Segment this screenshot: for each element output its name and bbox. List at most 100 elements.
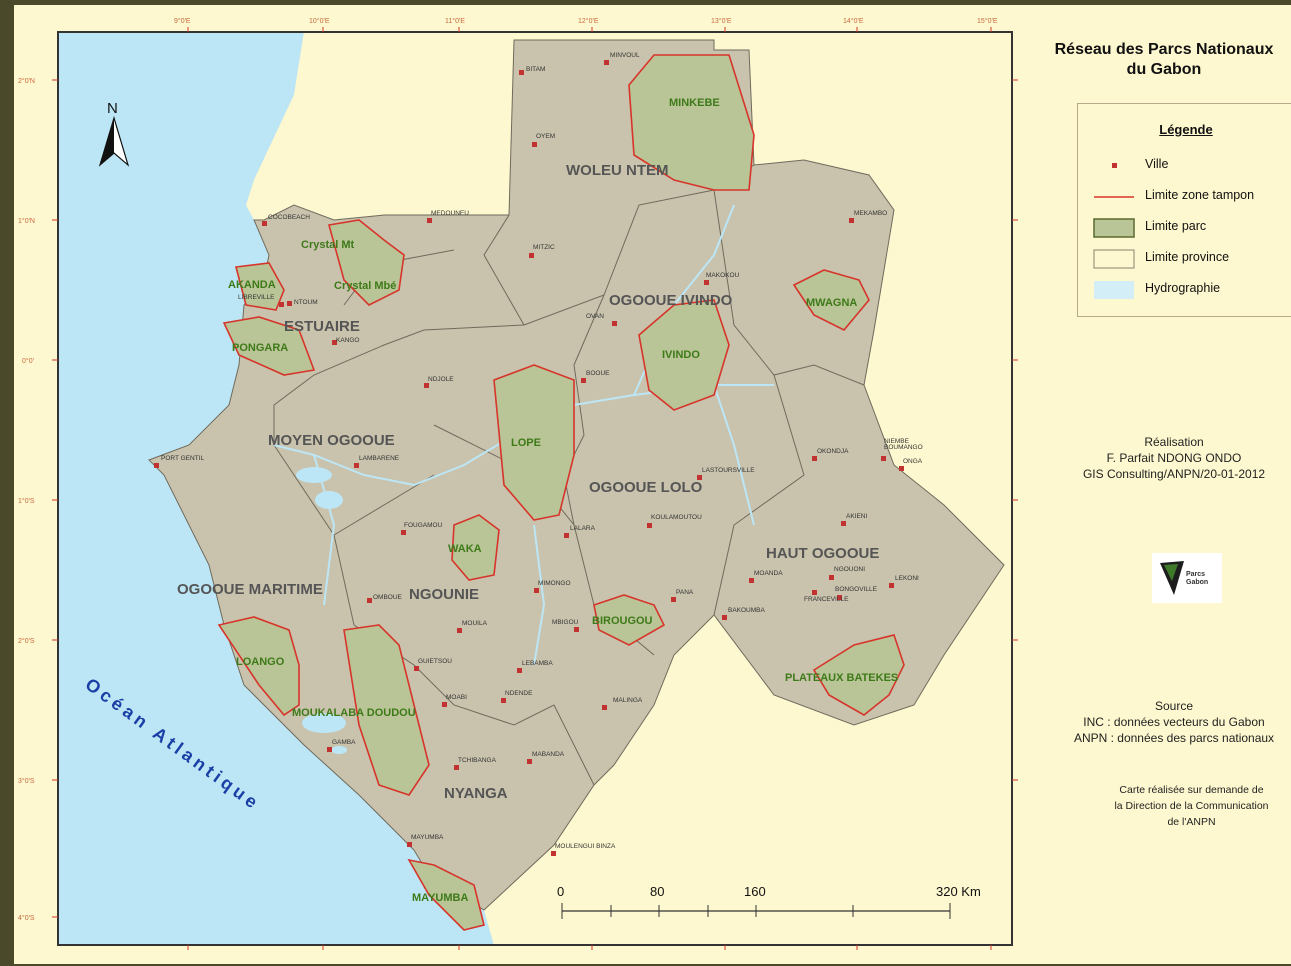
credits-source: Source INC : données vecteurs du Gabon A… [1044,698,1291,746]
north-arrow: N [98,100,130,167]
legend-item-province: Limite province [1078,245,1291,271]
town-label: MOULENGUI BINZA [555,843,616,850]
town-label: PORT GENTIL [161,455,204,462]
town-label: BOUMANGO [884,444,923,451]
town-label: OMBOUE [373,594,403,601]
park-lope [493,364,575,521]
town-label: KOULAMOUTOU [651,514,702,521]
legend-item-label: Limite parc [1145,219,1207,233]
town-label: NTOUM [294,299,318,306]
legend-item-label: Limite province [1145,250,1230,264]
town-label: BAKOUMBA [728,607,766,614]
org-text: GIS Consulting/ANPN/20-01-2012 [1082,467,1266,481]
park-label: LOPE [511,437,541,449]
town-label: BITAM [526,66,545,73]
park-ivindo [638,299,730,411]
town-labels: BITAM MINVOUL OYEM COCOBEACH MEDOUNEU MI… [161,52,923,850]
town-label: MAYUMBA [411,834,444,841]
map-frame [57,31,1013,946]
park-mwagna [792,269,870,331]
town-label: MAKOKOU [706,272,740,279]
realisation-label: Réalisation [1144,435,1204,449]
parcs-gabon-logo: Parcs Gabon [1152,553,1222,603]
lat-label: 3°0'S [18,777,35,785]
legend-item-label: Limite zone tampon [1145,188,1255,202]
park-label: MAYUMBA [412,892,468,904]
town-label: MIMONGO [538,580,571,587]
park-moukalaba [343,624,430,796]
town-label: LALARA [570,525,596,532]
lon-label: 9°0'E [174,17,191,25]
ocean [58,32,494,945]
park-label: WAKA [448,543,482,555]
park-label: Crystal Mt [301,239,355,251]
logo-icon [1160,561,1184,595]
province-label: NGOUNIE [409,586,479,603]
source-line: INC : données vecteurs du Gabon [1083,715,1265,729]
park-loango [217,616,300,717]
province-label: OGOOUE IVINDO [609,292,733,309]
town-label: FOUGAMOU [404,522,443,529]
legend-item-buffer: Limite zone tampon [1078,183,1291,209]
graticule-ticks [52,27,1018,950]
town-label: LEBAMBA [522,660,553,667]
town-label: NIEMBE [884,438,910,445]
province-label: OGOOUE LOLO [589,479,703,496]
town-label: OVAN [586,313,604,320]
park-plateaux-bateke [812,634,905,716]
park-label: IVINDO [662,349,700,361]
scale-bar: 0 80 160 320 Km [557,884,981,919]
legend-item-park: Limite parc [1078,214,1291,240]
note-line: Carte réalisée sur demande de [1119,784,1264,796]
town-label: NGOUONI [834,566,865,573]
author-text: F. Parfait NDONG ONDO [1106,451,1242,465]
town-label: MALINGA [613,697,643,704]
legend: Légende Ville Limite zone tampon Limite … [1077,103,1291,317]
north-arrow-label: N [107,100,118,117]
lon-label: 15°0'E [977,17,998,25]
legend-item-label: Ville [1145,157,1169,171]
town-label: LEKONI [895,575,919,582]
town-label: PANA [676,589,694,596]
park-labels: MINKEBE IVINDO MWAGNA LOPE WAKA BIROUGOU… [228,97,898,904]
province-label: HAUT OGOOUE [766,545,879,562]
park-label: AKANDA [228,279,276,291]
town-label: BOOUE [586,370,610,377]
lat-label: 2°0'S [18,637,35,645]
town-label: GUIETSOU [418,658,452,665]
town-label: MEKAMBO [854,210,887,217]
town-label: GAMBA [332,739,356,746]
graticule-labels: 9°0'E 10°0'E 11°0'E 12°0'E 13°0'E 14°0'E… [18,17,998,922]
buffer-line-icon [1094,196,1134,198]
lat-label: 1°0'N [18,217,35,225]
scale-label: 320 Km [936,884,981,899]
legend-title: Légende [1159,122,1213,137]
lat-label: 4°0'S [18,914,35,922]
town-label: MINVOUL [610,52,640,59]
map-title: Réseau des Parcs Nationaux du Gabon [1034,40,1291,80]
water-fill-icon [1094,281,1134,299]
town-label: MBIGOU [552,619,579,626]
park-label: MINKEBE [669,97,720,109]
town-label: OYEM [536,133,555,140]
park-akanda [234,262,285,311]
town-label: KANGO [336,337,359,344]
province-label: ESTUAIRE [284,318,360,335]
source-line: ANPN : données des parcs nationaux [1073,731,1275,745]
park-fill-icon [1093,218,1135,238]
town-symbol-icon [1112,163,1117,168]
park-minkebe [628,54,755,191]
town-label: FRANCEVILLE [804,596,849,603]
legend-item-label: Hydrographie [1145,281,1221,295]
lat-label: 2°0'N [18,77,35,85]
town-label: ONGA [903,458,923,465]
map-title-line2: du Gabon [1126,61,1202,78]
town-label: BONGOVILLE [835,586,878,593]
note-line: la Direction de la Communication [1114,800,1269,812]
neighbor-land [254,32,1012,945]
province-label: WOLEU NTEM [566,162,669,179]
town-label: NDJOLE [428,376,454,383]
park-birougou [593,594,666,646]
scale-label: 0 [557,884,564,899]
park-crystal [327,219,405,306]
